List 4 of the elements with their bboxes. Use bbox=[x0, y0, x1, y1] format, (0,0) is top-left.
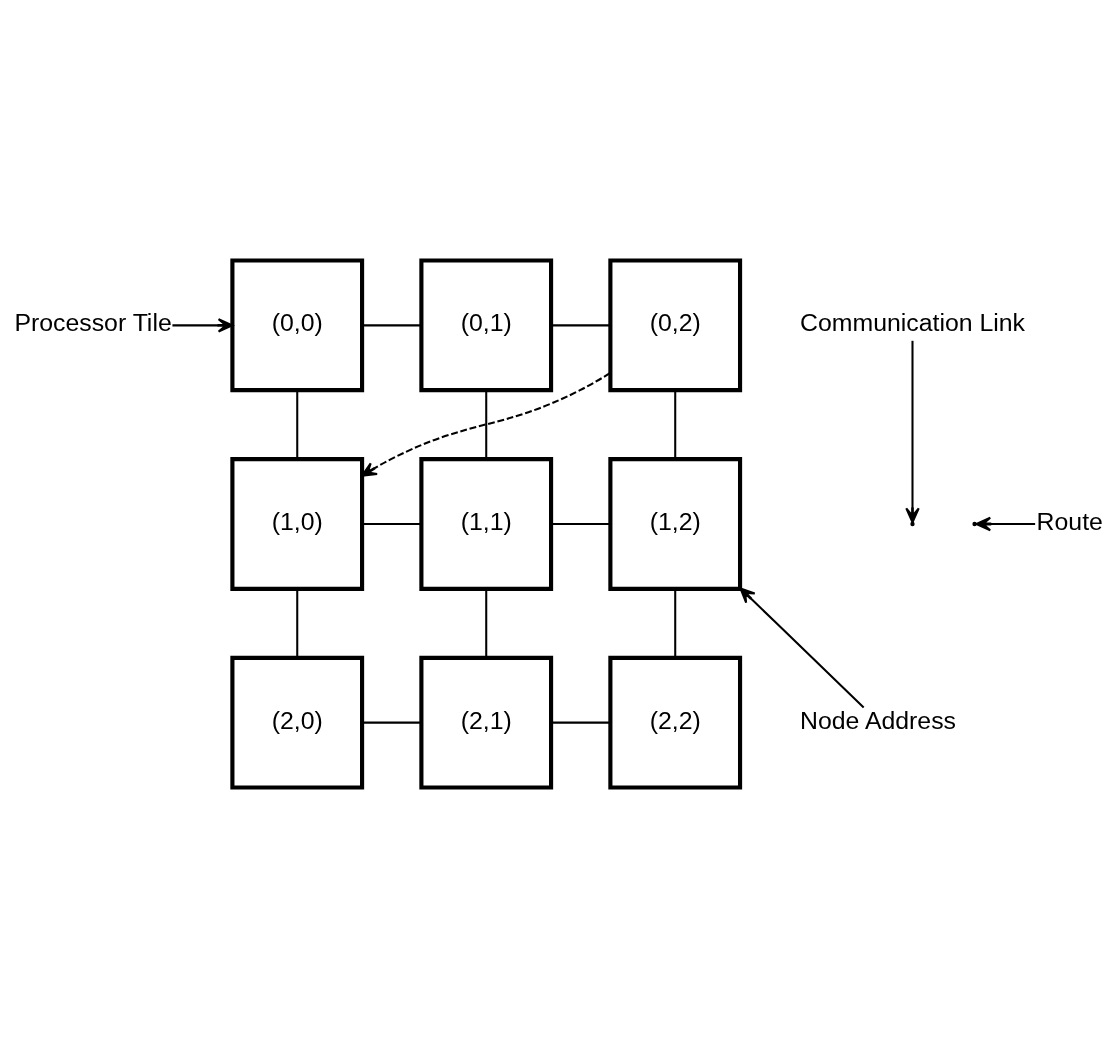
node-text: Node Address bbox=[800, 706, 956, 734]
node-text: Processor Tile bbox=[14, 309, 172, 337]
node-text: Route bbox=[1036, 508, 1103, 536]
node-text: Communication Link bbox=[800, 309, 1025, 337]
